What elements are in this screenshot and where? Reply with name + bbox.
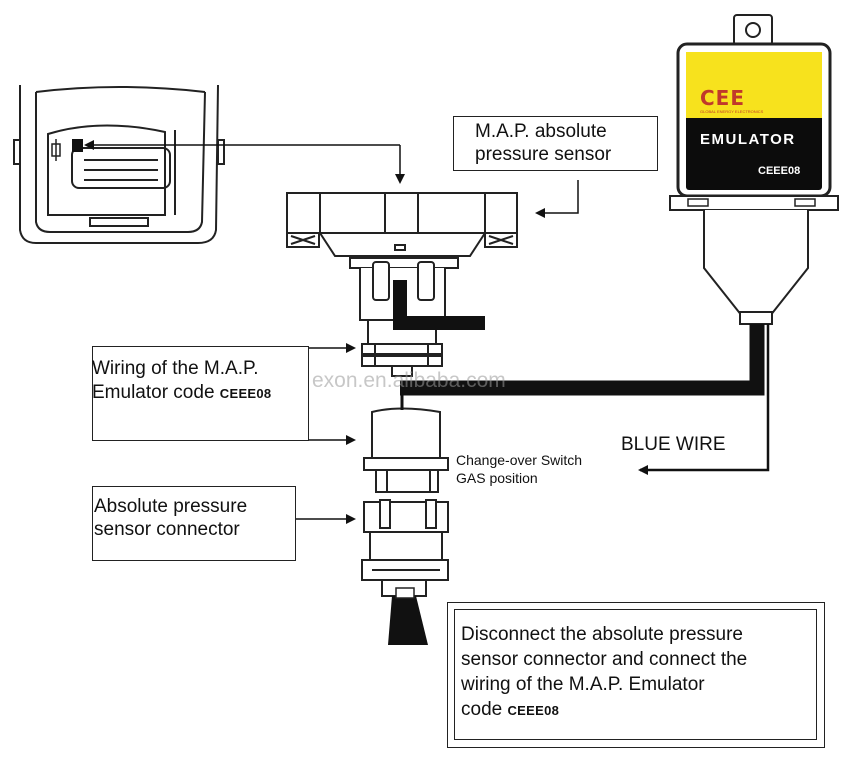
emulator-title: EMULATOR xyxy=(700,131,796,148)
emulator-tagline: GLOBAL ENERGY ELECTRONICS xyxy=(700,109,764,114)
instruction-line2: sensor connector and connect the xyxy=(461,649,748,670)
changeover-label-line2: GAS position xyxy=(456,470,538,486)
instruction-line1: Disconnect the absolute pressure xyxy=(461,624,743,645)
instruction-text: code xyxy=(461,699,508,720)
wiring-label-line2: Emulator code CEEE08 xyxy=(92,382,271,404)
map-sensor-label-line2: pressure sensor xyxy=(475,144,612,165)
map-sensor-label-line1: M.A.P. absolute xyxy=(475,121,607,142)
blue-wire-line xyxy=(638,324,770,475)
wiring-label-text: Emulator code xyxy=(92,382,220,403)
changeover-label-line1: Change-over Switch xyxy=(456,452,583,468)
wiring-label-box: Wiring of the M.A.P. Emulator code CEEE0… xyxy=(92,346,309,441)
sensor-cable xyxy=(388,596,428,645)
sensor-marker-square xyxy=(72,139,83,152)
fuse-icon xyxy=(51,139,61,161)
emulator-brand: CEE xyxy=(700,86,746,110)
blue-wire-label: BLUE WIRE xyxy=(621,434,726,455)
map-sensor-label-box: M.A.P. absolute pressure sensor xyxy=(453,116,658,171)
instruction-box-outer: Disconnect the absolute pressure sensor … xyxy=(447,602,825,748)
instruction-line3: wiring of the M.A.P. Emulator xyxy=(461,674,705,695)
emulator-cable xyxy=(400,324,765,396)
connector-stack-illustration xyxy=(349,257,459,597)
wiring-label-code: CEEE08 xyxy=(219,386,272,401)
watermark: exon.en.alibaba.com xyxy=(312,369,506,392)
emulator-illustration xyxy=(669,14,839,325)
sensor-cable-ring xyxy=(395,587,415,599)
instruction-code: CEEE08 xyxy=(507,703,560,718)
sensor-pointer-arrow xyxy=(535,180,579,218)
wiring-label-line1: Wiring of the M.A.P. xyxy=(92,358,259,379)
map-sensor-illustration xyxy=(286,192,518,257)
emulator-code: CEEE08 xyxy=(758,165,801,177)
connector-label-line1: Absolute pressure xyxy=(94,496,248,517)
instruction-line4: code CEEE08 xyxy=(461,699,559,721)
instruction-box-inner: Disconnect the absolute pressure sensor … xyxy=(454,609,817,740)
black-hose-tail xyxy=(393,316,485,330)
connector-label-box: Absolute pressure sensor connector xyxy=(92,486,296,561)
dashboard-illustration xyxy=(13,84,225,244)
connector-label-line2: sensor connector xyxy=(94,519,240,540)
